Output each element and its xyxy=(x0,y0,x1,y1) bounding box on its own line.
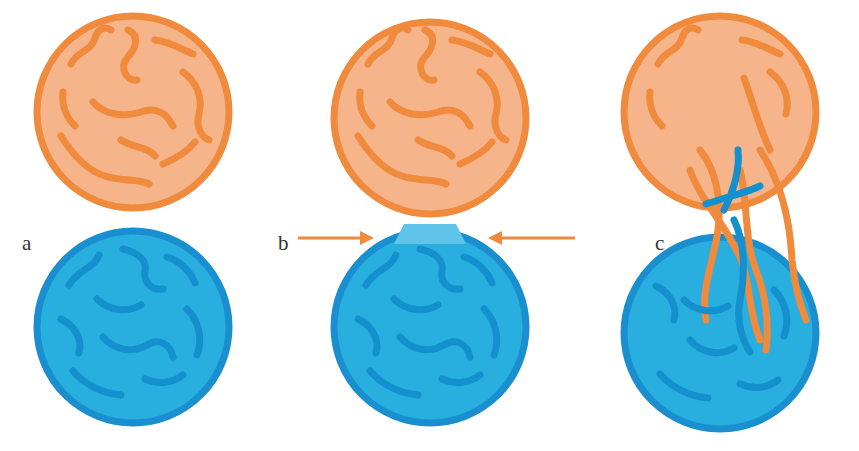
polymer-particle xyxy=(37,231,229,423)
panel-letter: b xyxy=(278,233,289,254)
polymer-particle xyxy=(334,22,526,214)
panel-a xyxy=(37,16,229,423)
polymer-particle xyxy=(624,237,816,429)
polymer-chains xyxy=(358,28,506,184)
polymer-chains xyxy=(656,150,787,398)
pressure-arrows xyxy=(298,231,575,245)
panel-c xyxy=(624,16,816,429)
panel-letter: c xyxy=(655,233,664,254)
polymer-chains xyxy=(61,28,209,184)
panel-letter: a xyxy=(22,233,31,254)
polymer-particle xyxy=(37,16,229,208)
polymer-chains xyxy=(358,249,497,395)
polymer-particle xyxy=(334,231,526,423)
polymer-chains xyxy=(61,249,200,395)
polymer-chains xyxy=(650,28,806,350)
contact-zone xyxy=(394,224,466,244)
panel-b xyxy=(298,22,575,423)
polymer-particle xyxy=(624,16,816,208)
